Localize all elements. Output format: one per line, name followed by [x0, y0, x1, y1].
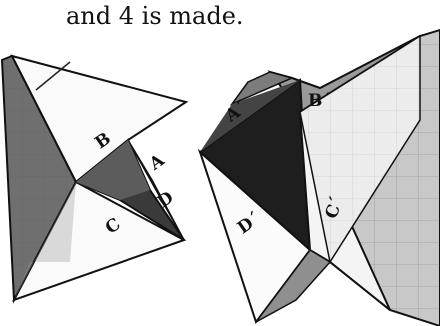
left-label-a: A — [145, 150, 169, 175]
left-model: B A C D — [2, 56, 186, 300]
right-model: A´ B´ D´ C´ — [200, 30, 440, 326]
right-label-b: B´ — [308, 91, 331, 111]
